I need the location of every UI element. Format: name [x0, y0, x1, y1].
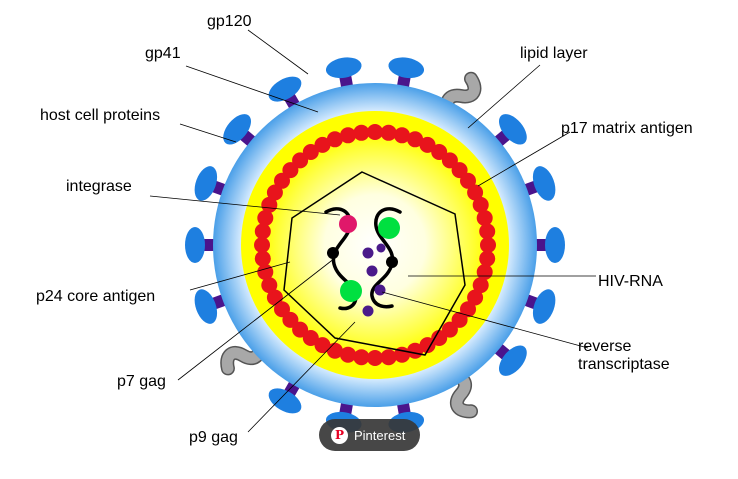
matrix-protein-dot	[476, 210, 493, 226]
black-dot	[327, 247, 339, 259]
p24-capsid-hexagon	[283, 171, 466, 356]
matrix-protein-dot	[472, 277, 489, 294]
matrix-protein-dot	[394, 127, 410, 144]
reverse-transcriptase-molecule	[378, 217, 400, 239]
matrix-protein-dot	[431, 330, 448, 346]
matrix-protein-dot	[407, 342, 424, 359]
label-host-cell-proteins: host cell proteins	[40, 107, 160, 124]
gp120-cap	[268, 76, 302, 102]
matrix-protein-dot	[460, 172, 476, 189]
pinterest-logo-icon: P	[331, 426, 348, 444]
matrix-protein-dot	[292, 321, 309, 338]
matrix-protein-dot	[302, 330, 319, 346]
gp120-cap	[185, 227, 205, 263]
matrix-protein-dot	[441, 321, 458, 338]
gp120-cap	[194, 289, 218, 324]
matrix-protein-dot	[472, 196, 489, 213]
p9-dot	[362, 305, 374, 317]
label-lipid-layer: lipid layer	[520, 45, 588, 62]
matrix-protein-dot	[353, 124, 370, 141]
matrix-protein-dot	[261, 277, 278, 294]
gp120-cap	[532, 166, 556, 201]
matrix-protein-dot	[261, 196, 278, 213]
label-reverse: reverse	[578, 338, 631, 355]
matrix-protein-dot	[314, 337, 331, 354]
leader-lines	[149, 29, 596, 433]
matrix-protein-dot	[302, 144, 319, 160]
matrix-protein-dot	[380, 124, 397, 141]
core-region	[263, 133, 487, 357]
matrix-protein-dot	[479, 250, 496, 267]
label-p9-gag: p9 gag	[189, 429, 238, 446]
label-p24-core-antigen: p24 core antigen	[36, 288, 155, 305]
matrix-protein-dot	[266, 184, 283, 201]
matrix-protein-dot	[460, 301, 476, 318]
gp120-cap	[499, 114, 527, 145]
matrix-protein-dot	[441, 152, 458, 169]
matrix-protein-dot	[292, 152, 309, 169]
p7-nucleocapsid-dot	[362, 247, 374, 259]
matrix-protein-dot	[326, 131, 343, 148]
matrix-protein-dot	[353, 349, 370, 366]
label-gp41: gp41	[145, 45, 181, 62]
reverse-transcriptase-molecule	[340, 280, 362, 302]
matrix-protein-dot	[467, 184, 484, 201]
p7-nucleocapsid-dot	[376, 243, 386, 253]
gp120-cap	[223, 114, 251, 145]
matrix-protein-dot	[380, 349, 397, 366]
black-dot	[386, 256, 398, 268]
matrix-protein-dot	[419, 136, 436, 153]
pinterest-label: Pinterest	[354, 427, 406, 443]
matrix-protein-dot	[480, 237, 496, 253]
gp120-cap	[499, 345, 527, 376]
matrix-protein-dot	[254, 250, 271, 267]
matrix-protein-dot	[340, 346, 356, 363]
gp120-cap	[325, 57, 362, 79]
matrix-protein-dot	[274, 172, 290, 189]
matrix-protein-dot	[431, 144, 448, 160]
gp120-cap	[388, 57, 425, 79]
matrix-protein-dot	[282, 162, 299, 179]
label-p17-matrix-antigen: p17 matrix antigen	[561, 120, 693, 137]
matrix-protein-dot	[257, 210, 274, 226]
gp120-cap	[545, 227, 565, 263]
matrix-protein-dot	[367, 124, 383, 140]
p7-nucleocapsid-dot	[374, 284, 386, 296]
matrix-protein-dot	[451, 311, 468, 328]
label-integrase: integrase	[66, 178, 132, 195]
matrix-protein-dot	[314, 136, 331, 153]
gp120-cap	[194, 166, 218, 201]
p7-nucleocapsid-dot	[366, 265, 378, 277]
matrix-protein-dot	[407, 131, 424, 148]
matrix-protein-dot	[282, 311, 299, 328]
label-p7-gag: p7 gag	[117, 373, 166, 390]
pinterest-save-button[interactable]: P Pinterest	[319, 419, 420, 451]
matrix-protein-dot	[257, 264, 274, 280]
matrix-protein-dot	[254, 237, 270, 253]
matrix-protein-dot	[419, 337, 436, 354]
matrix-protein-dot	[274, 301, 290, 318]
label-gp120: gp120	[207, 13, 252, 30]
matrix-protein-dot	[254, 223, 271, 240]
integrase-molecule	[339, 215, 357, 233]
matrix-protein-dot	[340, 127, 356, 144]
gp120-cap	[268, 388, 302, 414]
gp120-cap	[532, 289, 556, 324]
label-hiv-rna: HIV-RNA	[598, 273, 663, 290]
label-transcriptase: transcriptase	[578, 356, 670, 373]
p17-matrix-ring	[254, 124, 496, 366]
matrix-protein-dot	[367, 350, 383, 366]
matrix-protein-dot	[479, 223, 496, 240]
matrix-protein-dot	[467, 289, 484, 306]
matrix-protein-dot	[451, 162, 468, 179]
